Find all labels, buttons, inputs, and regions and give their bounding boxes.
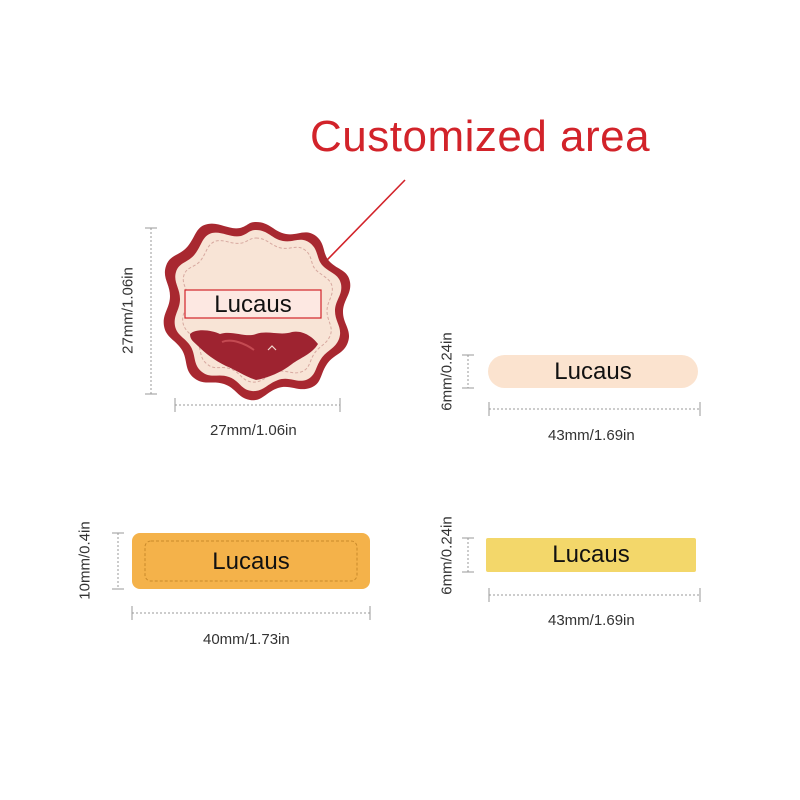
yellow-label-dimensions [462, 537, 701, 602]
orange-label-name: Lucaus [212, 548, 290, 575]
round-label-width: 27mm/1.06in [210, 422, 297, 439]
round-label-dimensions [145, 227, 341, 412]
orange-label-dimensions [112, 532, 371, 620]
pill-label-name: Lucaus [554, 358, 632, 385]
pill-label-dimensions [462, 354, 701, 416]
customized-area-box [184, 289, 322, 319]
round-label-dashed-inner [182, 237, 333, 383]
customized-area-heading: Customized area [310, 112, 651, 161]
orange-label [132, 533, 370, 589]
round-label-blob [190, 330, 318, 380]
yellow-label-name: Lucaus [552, 541, 630, 568]
pill-label-height: 6mm/0.24in [438, 332, 456, 411]
orange-label-width: 40mm/1.73in [203, 631, 290, 648]
yellow-label-width: 43mm/1.69in [548, 612, 635, 629]
round-label-height: 27mm/1.06in [119, 267, 137, 354]
orange-label-height: 10mm/0.4in [76, 521, 94, 600]
round-label-name: Lucaus [214, 291, 292, 318]
round-label [163, 222, 351, 401]
pill-label [488, 355, 698, 388]
yellow-label [486, 538, 696, 572]
yellow-label-height: 6mm/0.24in [438, 516, 456, 595]
pill-label-width: 43mm/1.69in [548, 427, 635, 444]
